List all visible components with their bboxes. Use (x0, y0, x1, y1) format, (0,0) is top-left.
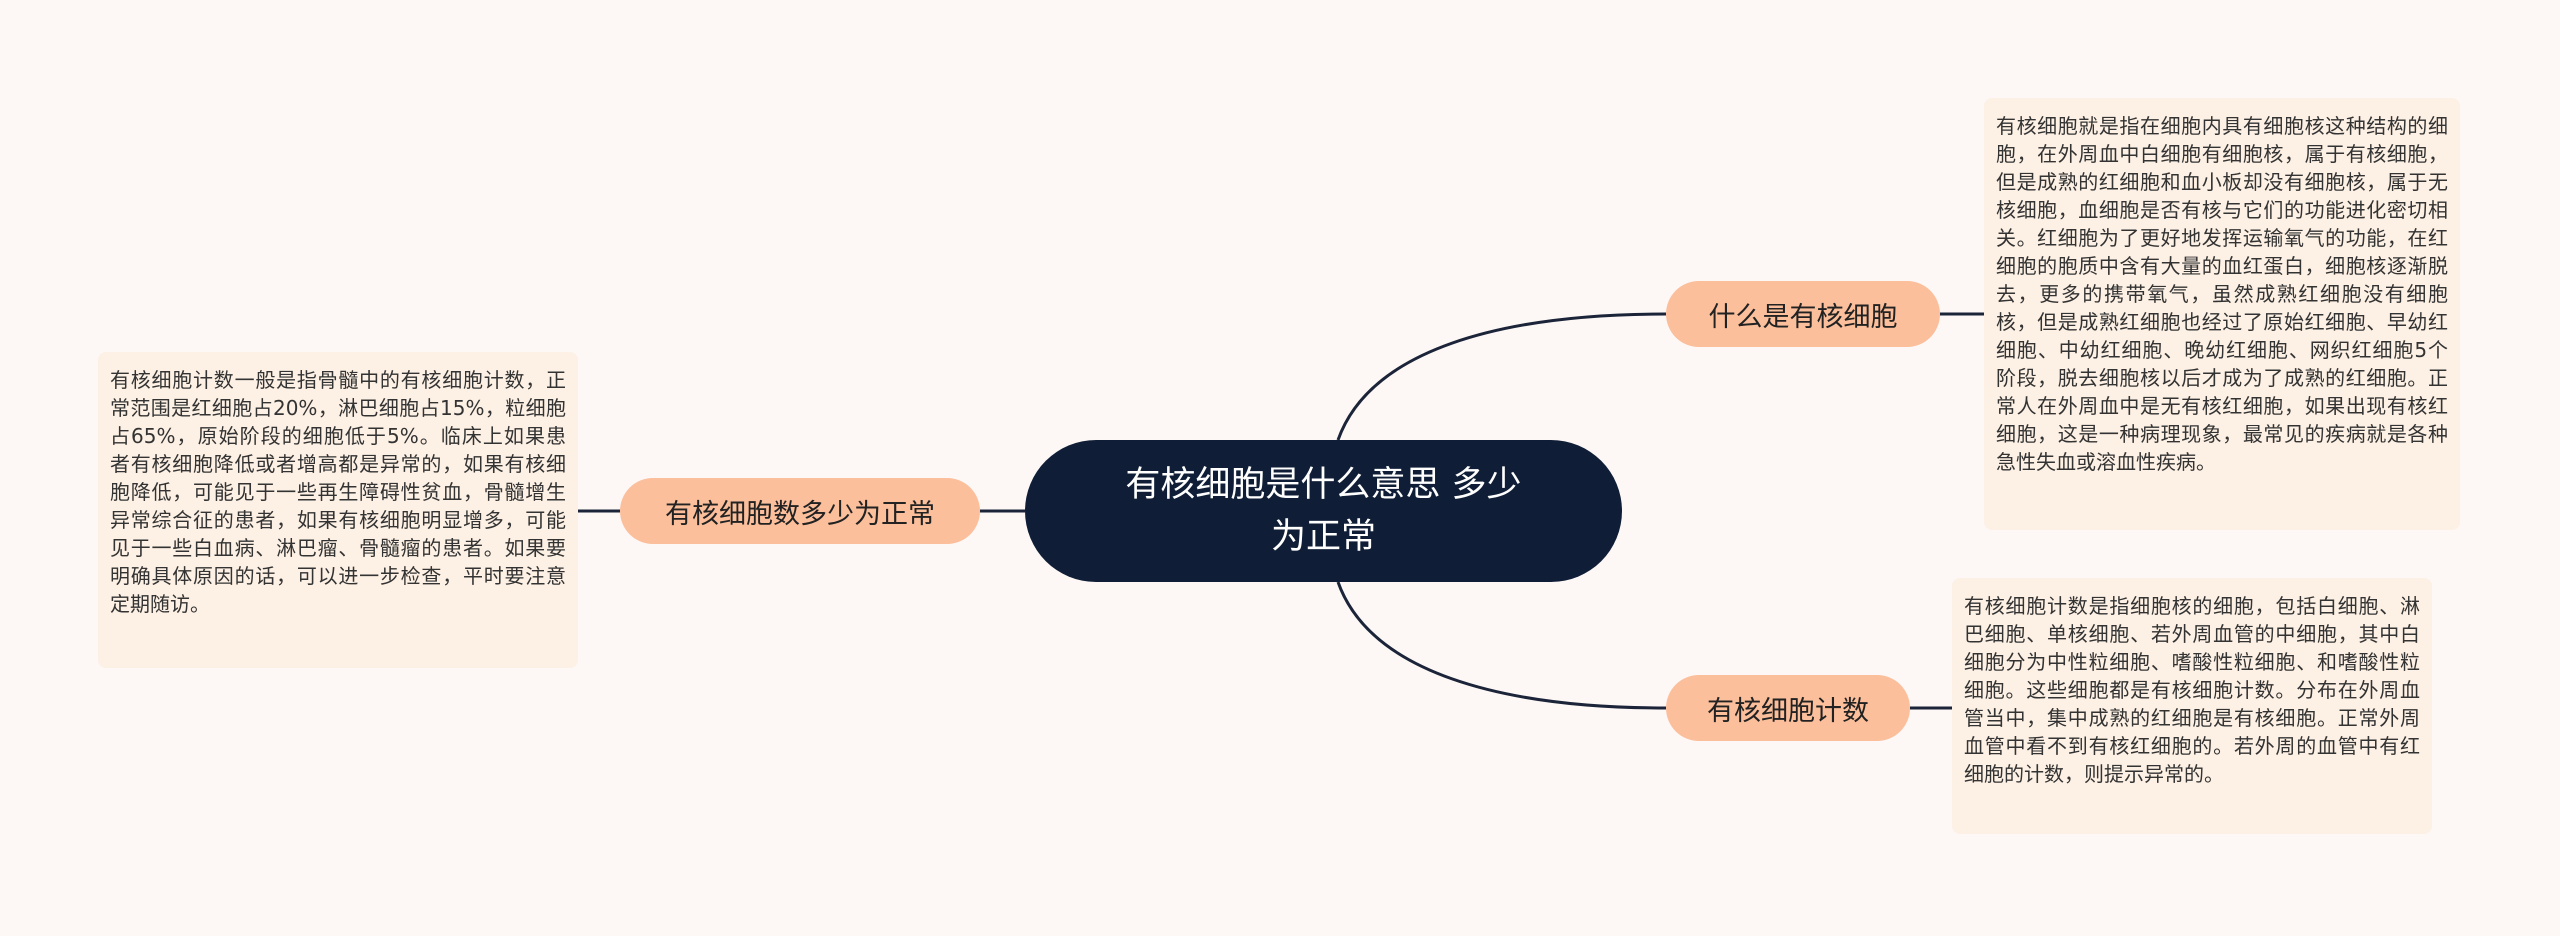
note-text: 有核细胞计数一般是指骨髓中的有核细胞计数，正常范围是红细胞占20%，淋巴细胞占1… (110, 368, 566, 616)
note-nucleated-cell-count: 有核细胞计数是指细胞核的细胞，包括白细胞、淋巴细胞、单核细胞、若外周血管的中细胞… (1952, 578, 2432, 834)
branch-label: 什么是有核细胞 (1708, 301, 1898, 333)
branch-label: 有核细胞数多少为正常 (665, 498, 935, 530)
branch-normal-range[interactable]: 有核细胞数多少为正常 (620, 478, 980, 544)
central-topic[interactable]: 有核细胞是什么意思 多少为正常 (1025, 440, 1622, 582)
branch-what-is-nucleated-cell[interactable]: 什么是有核细胞 (1666, 281, 1940, 347)
connector-central-to-branch-2 (1336, 581, 1667, 710)
branch-label: 有核细胞计数 (1707, 695, 1869, 727)
connector-central-to-branch-1 (1336, 312, 1667, 441)
note-what-is-nucleated-cell: 有核细胞就是指在细胞内具有细胞核这种结构的细胞，在外周血中白细胞有细胞核，属于有… (1984, 98, 2460, 530)
note-text: 有核细胞就是指在细胞内具有细胞核这种结构的细胞，在外周血中白细胞有细胞核，属于有… (1996, 114, 2448, 474)
note-normal-range: 有核细胞计数一般是指骨髓中的有核细胞计数，正常范围是红细胞占20%，淋巴细胞占1… (98, 352, 578, 668)
branch-nucleated-cell-count[interactable]: 有核细胞计数 (1666, 675, 1910, 741)
central-topic-title: 有核细胞是什么意思 多少为正常 (1125, 465, 1522, 557)
note-text: 有核细胞计数是指细胞核的细胞，包括白细胞、淋巴细胞、单核细胞、若外周血管的中细胞… (1964, 594, 2420, 786)
